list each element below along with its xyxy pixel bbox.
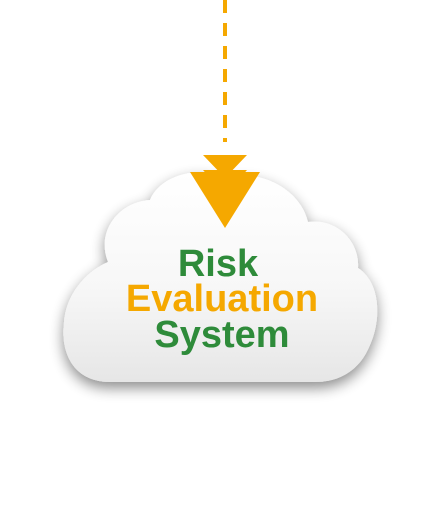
down-arrow-icon [190,155,260,228]
cloud-title-risk: Risk [178,243,259,285]
cloud-shape [63,172,378,382]
cloud-title-system: System [154,314,289,356]
cloud-title-evaluation: Evaluation [126,278,318,320]
